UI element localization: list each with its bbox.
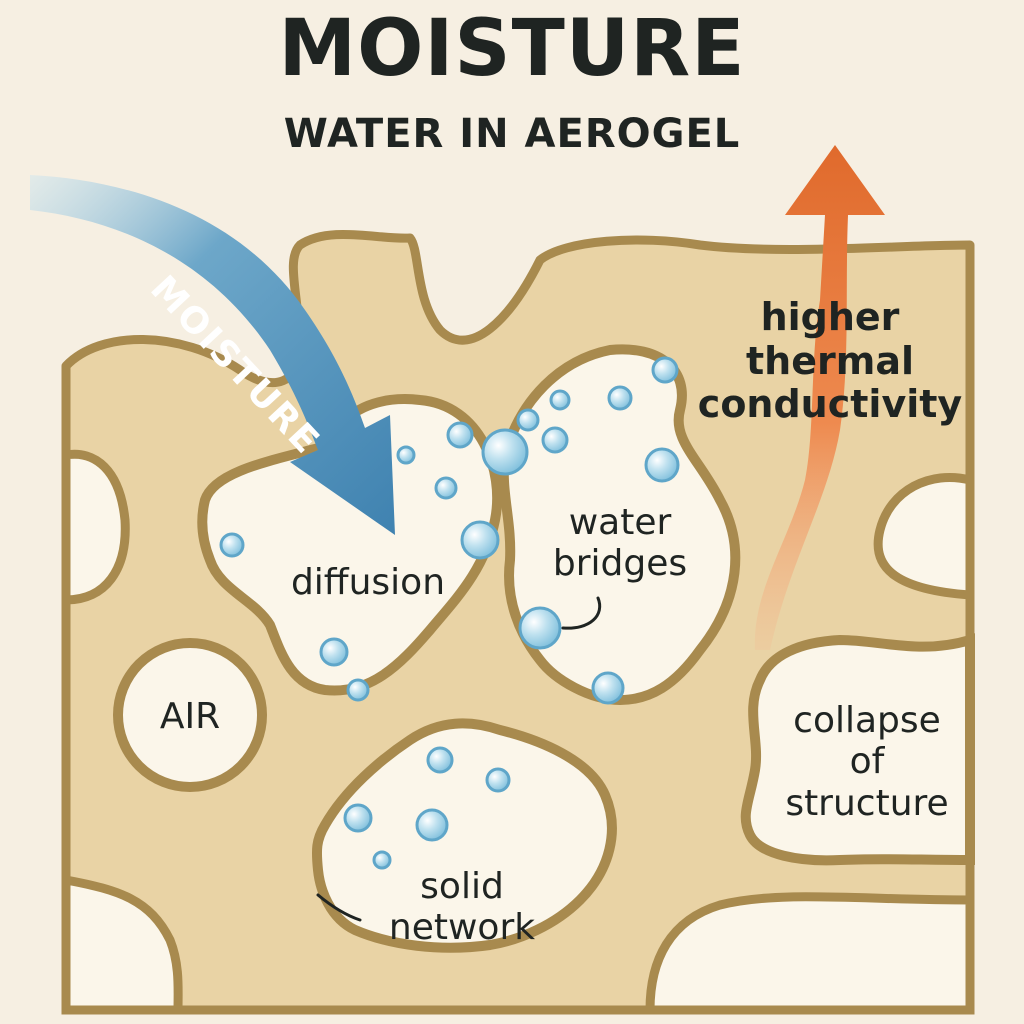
bottom-left-notch [61, 874, 183, 1015]
water-droplet [591, 671, 625, 705]
collapse-of-structure-label: collapse of structure [762, 700, 972, 824]
water-droplet [485, 767, 511, 793]
water-droplet [460, 520, 500, 560]
water-droplet [426, 746, 454, 774]
label-line: bridges [552, 543, 688, 585]
label-line: of [849, 741, 885, 783]
collapse-pore [740, 633, 975, 866]
water-droplet [518, 606, 562, 650]
air-label: AIR [159, 696, 221, 737]
solid-network-pore [311, 718, 617, 953]
label-line: higher [760, 295, 900, 339]
water-droplet [549, 389, 571, 411]
water-droplet [346, 678, 370, 702]
label-line: structure [785, 782, 949, 824]
water-droplet [541, 426, 569, 454]
air-pore [113, 638, 267, 792]
left-pore [61, 449, 130, 605]
page-subtitle: WATER IN AEROGEL [283, 111, 741, 157]
label-line: water [568, 502, 672, 543]
higher-thermal-conductivity-label: higher thermal conductivity [690, 295, 970, 427]
water-droplet [343, 803, 373, 833]
solid-network-label: solid network [362, 866, 562, 949]
water-droplet [372, 850, 392, 870]
water-droplet [319, 637, 349, 667]
moisture-arrow [30, 175, 395, 535]
water-droplet [446, 421, 474, 449]
water-droplet [415, 808, 449, 842]
solid-network-leader-line [316, 893, 362, 922]
heat-arrow [754, 145, 885, 650]
water-droplets [219, 356, 680, 870]
water-droplet [434, 476, 458, 500]
label-line: conductivity [697, 382, 963, 427]
water-droplet [516, 408, 540, 432]
water-droplet [651, 356, 679, 384]
page-title: MOISTURE [278, 4, 746, 94]
label-line: network [388, 907, 536, 949]
water-bridges-label: water bridges [530, 502, 710, 585]
label-line: collapse [793, 700, 941, 741]
label-line: solid [420, 866, 504, 907]
water-droplet [644, 447, 680, 483]
diffusion-label: diffusion [290, 562, 446, 603]
right-notch [873, 472, 975, 600]
water-droplet [481, 428, 529, 476]
water-droplet [219, 532, 245, 558]
water-bridges-leader-line [561, 596, 602, 630]
label-line: thermal [746, 338, 914, 383]
water-droplet [607, 385, 633, 411]
bottom-right-notch [645, 892, 975, 1015]
water-droplet [396, 445, 416, 465]
